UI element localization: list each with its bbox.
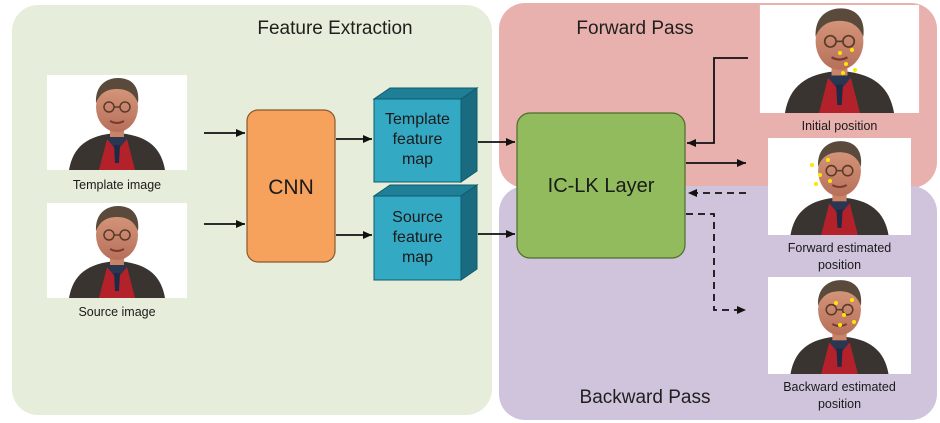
forward-estimated-image [766,138,913,235]
source-image-caption: Source image [78,305,156,319]
iclk-layer-block [516,112,686,259]
template-map-line-3: map [401,151,434,168]
backward-pass-title: Backward Pass [579,387,711,408]
template-map-line-2: feature [392,131,443,148]
source-map-line-1: Source [392,209,443,226]
source-feature-map-block [372,184,479,281]
source-feature-map-label: Source feature map [374,208,461,268]
backward-estimated-caption: Backward estimated position [748,379,931,413]
template-map-line-1: Template [385,111,450,128]
backward-caption-line-1: Backward estimated [783,380,896,394]
cnn-label: CNN [268,176,314,199]
iclk-label: IC-LK Layer [547,175,655,197]
initial-position-caption: Initial position [801,119,878,133]
forward-estimated-caption: Forward estimated position [748,240,931,274]
feature-extraction-title: Feature Extraction [257,18,413,39]
source-image [45,203,189,298]
source-map-line-2: feature [392,229,443,246]
template-image-caption: Template image [72,178,162,192]
cnn-block [246,109,336,263]
initial-position-image [758,5,921,113]
backward-caption-line-2: position [817,397,862,411]
forward-caption-line-2: position [817,258,862,272]
template-image [45,75,189,170]
arrow-iclk-to-backward [686,213,746,314]
template-feature-map-label: Template feature map [374,110,461,170]
arrow-initial-to-iclk [687,57,748,147]
source-map-line-3: map [401,249,434,266]
forward-caption-line-1: Forward estimated [787,241,892,255]
backward-estimated-image [766,277,913,374]
forward-pass-title: Forward Pass [576,18,694,39]
template-feature-map-block [372,87,479,183]
